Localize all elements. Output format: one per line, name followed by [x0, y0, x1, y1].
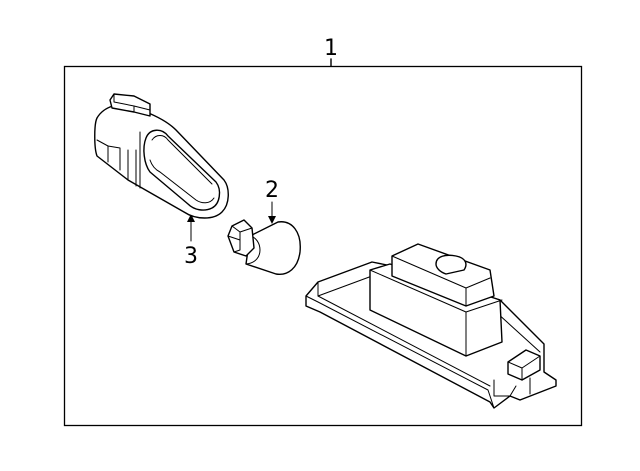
lamp-housing — [305, 243, 557, 409]
callout-2-label: 2 — [265, 178, 279, 203]
callout-2-arrowhead — [268, 216, 276, 224]
callout-1-label: 1 — [324, 36, 338, 61]
callout-3-label: 3 — [184, 244, 198, 269]
wedge-bulb — [227, 219, 301, 275]
callout-3-arrowhead — [187, 214, 195, 222]
socket-connector — [94, 93, 229, 219]
diagram-frame — [63, 65, 583, 427]
